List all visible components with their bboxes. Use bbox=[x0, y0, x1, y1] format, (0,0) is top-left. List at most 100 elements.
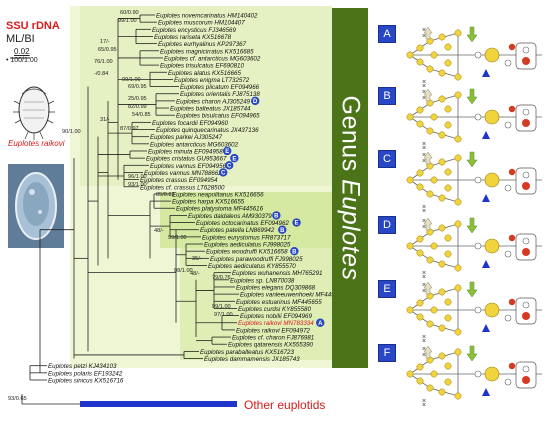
cirrus-red-dot bbox=[508, 362, 516, 370]
arrow-up-icon bbox=[423, 151, 433, 165]
taxon-label: Euplotes aediculatus KY855570 bbox=[208, 263, 296, 270]
cirri-diagram: ×××× bbox=[406, 345, 542, 406]
cirrus-open-dot bbox=[474, 113, 482, 121]
cirrus-dot bbox=[444, 298, 452, 306]
cirrus-large-dot bbox=[484, 109, 500, 125]
cirrus-open-dot bbox=[522, 46, 530, 54]
taxon-badge-label: B bbox=[292, 249, 297, 255]
cirrus-dot bbox=[438, 260, 446, 268]
taxon-label: Euplotes cf. antarcticus MG603602 bbox=[164, 55, 261, 62]
cirrus-dot bbox=[426, 65, 434, 73]
node-support-label: 69/0.95 bbox=[128, 84, 147, 90]
taxon-badge bbox=[225, 161, 234, 170]
taxon-label: Euplotes vannus MN788662 bbox=[144, 170, 222, 177]
panel-badge: A bbox=[378, 25, 396, 43]
cirri-panel: A×××× bbox=[378, 25, 548, 87]
cirrus-x-mark: × bbox=[422, 288, 426, 295]
taxon-label: Euplotes balteatus JX185744 bbox=[170, 106, 251, 113]
taxon-label: Euplotes trisulcatus EF690810 bbox=[160, 63, 244, 70]
cirrus-dot bbox=[406, 113, 414, 121]
cirrus-dot bbox=[454, 284, 462, 292]
cirrus-dot bbox=[438, 288, 446, 296]
arrow-up-icon bbox=[423, 345, 433, 359]
cirrus-dot bbox=[438, 95, 446, 103]
scale-bar-label: 0.02 bbox=[14, 47, 30, 56]
cirrus-dot bbox=[454, 198, 462, 206]
cirrus-open-dot bbox=[474, 51, 482, 59]
cirrus-dot bbox=[444, 362, 452, 370]
cirrus-dot bbox=[416, 313, 424, 321]
cirrus-dot bbox=[430, 113, 438, 121]
cirrus-dot bbox=[444, 121, 452, 129]
cirrus-dot bbox=[430, 306, 438, 314]
cirrus-open-dot bbox=[522, 171, 530, 179]
taxon-label: Euplotes cristatus GU953667 bbox=[146, 156, 227, 163]
taxon-label: Euplotes eurystomus FR873717 bbox=[202, 234, 291, 241]
cirrus-dot bbox=[444, 250, 452, 258]
cirrus-x-mark: × bbox=[422, 33, 426, 40]
taxon-label: Euplotes alatus KX516665 bbox=[168, 70, 241, 77]
cirrus-dot bbox=[416, 299, 424, 307]
caudal-box bbox=[515, 361, 537, 389]
taxon-badge bbox=[251, 96, 260, 106]
specimen-images bbox=[8, 86, 64, 248]
cirrus-x-mark: × bbox=[422, 274, 426, 278]
cirrus-dot bbox=[454, 135, 462, 143]
clade-background bbox=[160, 192, 332, 248]
cirrus-dot bbox=[416, 58, 424, 66]
cirrus-dot bbox=[406, 176, 414, 184]
node-support-label: 85/0.89 bbox=[156, 192, 175, 198]
cirrus-x-mark: × bbox=[422, 218, 426, 225]
genus-label: Genus Euplotes bbox=[336, 96, 365, 281]
node-support-label: 17/- bbox=[100, 39, 110, 45]
taxon-label: Euplotes vannus EF094956 bbox=[150, 163, 227, 170]
outgroup-bar bbox=[80, 401, 237, 407]
cirrus-dot bbox=[454, 348, 462, 356]
clade-background bbox=[180, 248, 332, 360]
outgroup-label: Other euplotids bbox=[244, 398, 326, 412]
taxon-label: Euplotes crassus EF094954 bbox=[140, 177, 218, 184]
cirrus-x-mark: × bbox=[422, 145, 426, 149]
cirrus-dot bbox=[426, 190, 434, 198]
taxon-badge-label: A bbox=[318, 321, 323, 327]
node-support-label: 60/0.90 bbox=[120, 10, 139, 16]
cirrus-x-mark: × bbox=[422, 89, 426, 96]
node-support-label: 93/1.00 bbox=[128, 182, 147, 188]
cirrus-x-mark: × bbox=[422, 402, 426, 406]
cirri-panel: B×××× bbox=[378, 87, 548, 149]
cirrus-dot bbox=[438, 69, 446, 77]
caudal-box bbox=[515, 104, 537, 132]
taxon-label: Euplotes polaris EF193242 bbox=[48, 370, 123, 377]
taxon-label: Euplotes magnicirratus KX516685 bbox=[160, 48, 254, 55]
arrow-up-icon bbox=[423, 217, 433, 231]
taxon-label: Euplotes bisulcatus EF094965 bbox=[176, 113, 260, 120]
cirrus-dot bbox=[454, 264, 462, 272]
cirrus-dot bbox=[438, 324, 446, 332]
taxon-label: Euplotes daidaleos AM930379 bbox=[188, 213, 272, 220]
genus-band: Genus Euplotes bbox=[332, 8, 368, 368]
taxon-label: Euplotes focardii EF094960 bbox=[152, 120, 229, 127]
arrow-down-icon bbox=[466, 151, 478, 168]
taxon-badge bbox=[223, 146, 232, 156]
taxon-label: Euplotes curdsi KY855580 bbox=[238, 306, 311, 313]
cirri-panel: D×××× bbox=[378, 216, 548, 278]
node-support-label: 87/0.97 bbox=[120, 126, 139, 132]
cirri-panel: E×××× bbox=[378, 280, 548, 342]
taxon-label: Euplotes nobilii EF094969 bbox=[240, 313, 312, 320]
taxon-badge-label: E bbox=[232, 156, 236, 162]
cirrus-dot bbox=[426, 384, 434, 392]
panel-badge: B bbox=[378, 87, 396, 105]
cirrus-open-dot bbox=[504, 121, 512, 129]
cirrus-dot bbox=[430, 370, 438, 378]
taxon-label: Euplotes dammamensis JX185743 bbox=[204, 356, 300, 363]
cirrus-dot bbox=[416, 106, 424, 114]
node-support-label: 99/1.00 bbox=[212, 304, 231, 310]
clade-background bbox=[80, 6, 332, 186]
cirrus-x-mark: × bbox=[422, 338, 426, 342]
cirrus-dot bbox=[444, 168, 452, 176]
arrow-down-icon bbox=[466, 281, 478, 298]
cirrus-dot bbox=[430, 51, 438, 59]
cirrus-x-mark: × bbox=[422, 27, 426, 34]
cirrus-large-dot bbox=[484, 47, 500, 63]
cirrus-dot bbox=[430, 242, 438, 250]
